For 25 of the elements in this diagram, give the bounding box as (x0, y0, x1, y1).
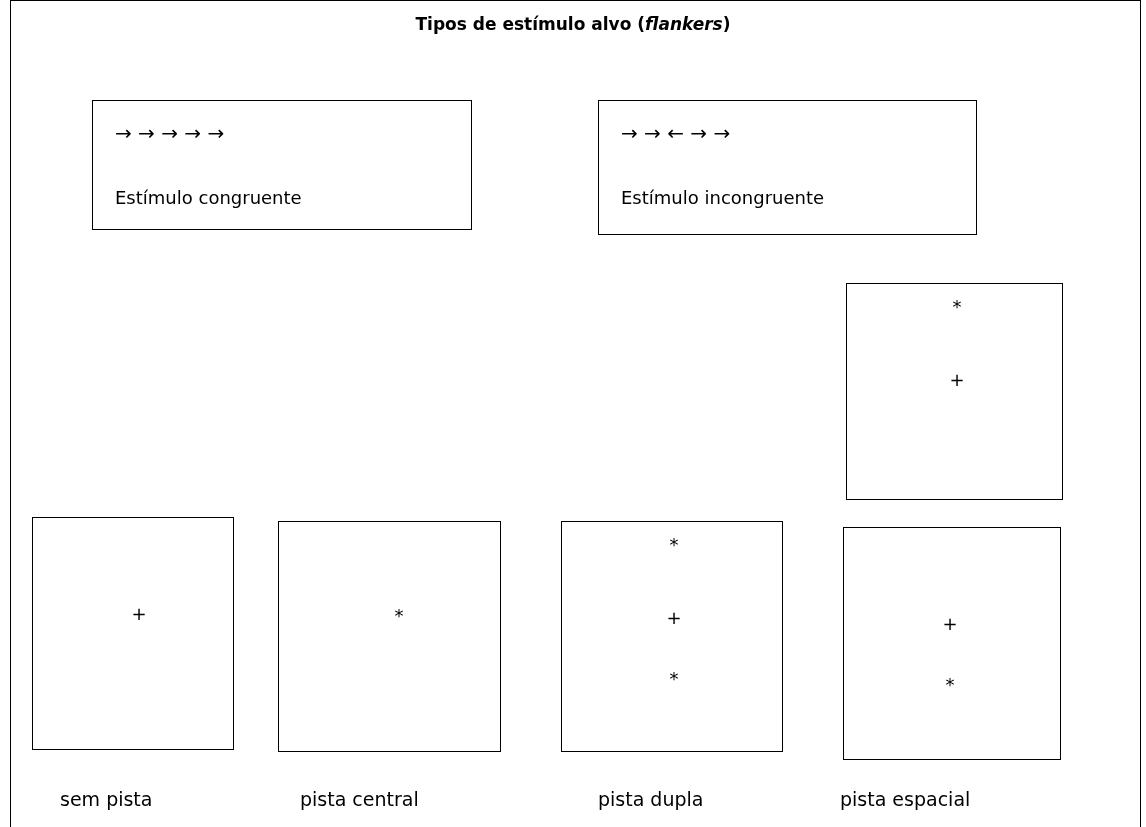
stimulus-symbol: + (949, 369, 965, 391)
condition-label: pista central (300, 788, 419, 810)
stimulus-label: Estímulo incongruente (621, 187, 825, 209)
diagram-title: Tipos de estímulo alvo (flankers) (414, 14, 732, 34)
stimulus-symbol: * (669, 534, 679, 556)
stimulus-symbol: * (945, 674, 955, 696)
stimulus-box (92, 100, 472, 230)
stimulus-box (846, 283, 1063, 500)
stimulus-symbol: * (952, 296, 962, 318)
stimulus-box (278, 521, 501, 752)
condition-label: pista dupla (598, 788, 704, 810)
stimulus-symbol: + (942, 613, 958, 635)
arrow-sequence: → → ← → → (621, 121, 731, 145)
arrow-sequence: → → → → → (115, 121, 225, 145)
stimulus-box (598, 100, 977, 235)
stimulus-box (561, 521, 783, 752)
stimulus-symbol: + (131, 603, 147, 625)
stimulus-box (843, 527, 1061, 760)
stimulus-symbol: + (666, 607, 682, 629)
condition-label: sem pista (60, 788, 153, 810)
stimulus-symbol: * (669, 668, 679, 690)
stimulus-label: Estímulo congruente (115, 187, 302, 209)
stimulus-symbol: * (394, 605, 404, 627)
condition-label: pista espacial (840, 788, 971, 810)
stimulus-box (32, 517, 234, 750)
